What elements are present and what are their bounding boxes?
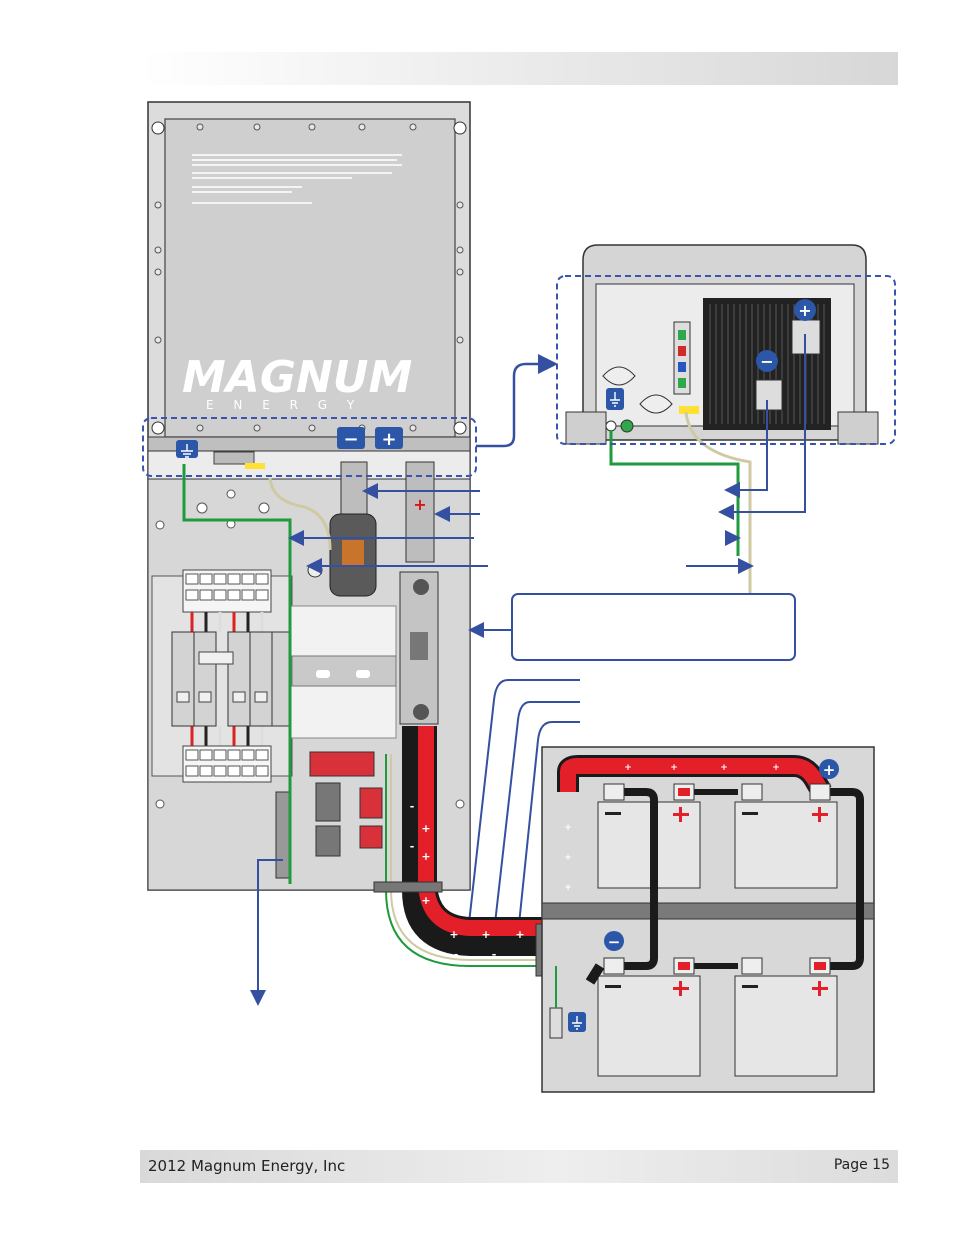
- battery-positive-icon: [819, 759, 839, 779]
- svg-text:+: +: [515, 928, 524, 941]
- inverter-enclosure: MAGNUM E N E R G Y − +: [147, 101, 471, 891]
- battery-1: [597, 801, 701, 889]
- footer-bar: 2012 Magnum Energy, Inc Page 15: [140, 1150, 898, 1183]
- svg-text:+: +: [481, 928, 490, 941]
- magnum-logo: MAGNUM: [182, 352, 412, 403]
- keyhole-icon: [151, 121, 165, 135]
- svg-text:+: +: [670, 763, 678, 773]
- ac-breaker: [227, 631, 251, 727]
- battery-3: [597, 975, 701, 1077]
- svg-text:+: +: [413, 495, 426, 514]
- svg-text:+: +: [564, 883, 572, 893]
- svg-text:+: +: [421, 894, 430, 907]
- inverter-detail-highlight: [556, 275, 896, 445]
- ac-breaker: [193, 631, 217, 727]
- ground-symbol-icon: [620, 419, 634, 433]
- svg-text:+: +: [772, 763, 780, 773]
- svg-text:-: -: [410, 840, 415, 853]
- footer-copyright: 2012 Magnum Energy, Inc: [148, 1157, 346, 1175]
- battery-4: [734, 975, 838, 1077]
- battery-negative-icon: [604, 931, 624, 951]
- battery-bank: + − + + + + + + +: [541, 746, 875, 1093]
- positive-busbar: [405, 461, 435, 563]
- svg-text:-: -: [410, 800, 415, 813]
- inverter-detail: + −: [565, 244, 879, 594]
- detail-positive-icon: [794, 299, 816, 321]
- footer-page-number: Page 15: [833, 1157, 890, 1173]
- svg-text:-: -: [454, 948, 459, 961]
- svg-text:+: +: [421, 850, 430, 863]
- ac-breaker: [249, 631, 273, 727]
- svg-text:+: +: [564, 853, 572, 863]
- header-bar: [140, 52, 898, 85]
- svg-text:−: −: [343, 429, 358, 450]
- keyhole-icon: [453, 421, 467, 435]
- svg-text:+: +: [720, 763, 728, 773]
- detail-negative-icon: [756, 350, 778, 372]
- svg-text:+: +: [564, 823, 572, 833]
- keyhole-icon: [151, 421, 165, 435]
- callout-arrows: [250, 483, 754, 1006]
- svg-text:+: +: [381, 429, 396, 450]
- ac-breaker: [171, 631, 195, 727]
- svg-text:+: +: [449, 928, 458, 941]
- callout-note-box: [511, 593, 796, 661]
- inverter-negative-terminal-icon: [337, 427, 365, 449]
- svg-text:−: −: [760, 352, 773, 371]
- inverter-positive-terminal-icon: [375, 427, 403, 449]
- keyhole-icon: [453, 121, 467, 135]
- svg-text:-: -: [492, 948, 497, 961]
- dc-positive-bus: [309, 751, 375, 777]
- svg-text:+: +: [421, 822, 430, 835]
- ground-busbar: [275, 791, 291, 879]
- svg-text:−: −: [608, 933, 621, 951]
- svg-text:+: +: [624, 763, 632, 773]
- energy-logo: E N E R G Y: [206, 398, 362, 412]
- svg-text:+: +: [798, 301, 811, 320]
- ac-breaker: [271, 631, 291, 727]
- svg-text:+: +: [823, 761, 836, 779]
